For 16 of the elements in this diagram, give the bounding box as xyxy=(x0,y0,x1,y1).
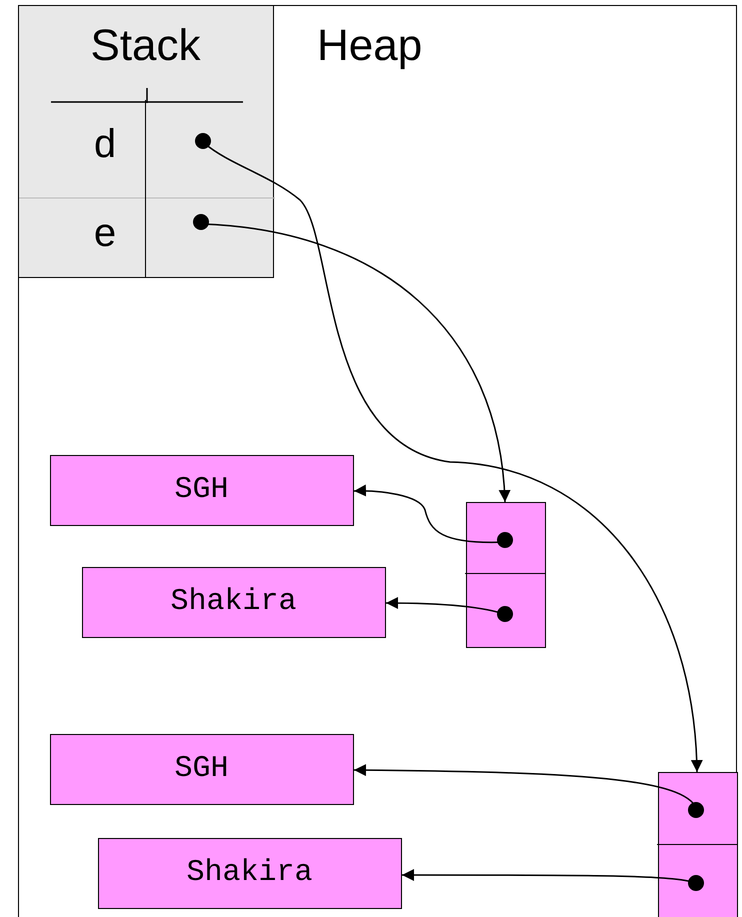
string-object-box xyxy=(82,566,386,638)
panel-title: Heap xyxy=(317,24,422,68)
panel-title: Stack xyxy=(89,24,202,68)
object-box xyxy=(658,772,738,917)
string-value: SGH xyxy=(174,472,228,508)
string-object-box xyxy=(50,454,354,526)
heap-panel xyxy=(18,5,737,917)
object-box xyxy=(466,502,546,648)
variable-name: e xyxy=(92,212,117,260)
string-value: Shakira xyxy=(186,854,313,892)
string-value: Shakira xyxy=(170,584,297,620)
variable-name: d xyxy=(92,124,117,172)
stack-panel xyxy=(18,4,274,278)
string-object-box xyxy=(98,838,402,908)
string-value: SGH xyxy=(174,750,228,788)
string-object-box xyxy=(50,734,354,804)
